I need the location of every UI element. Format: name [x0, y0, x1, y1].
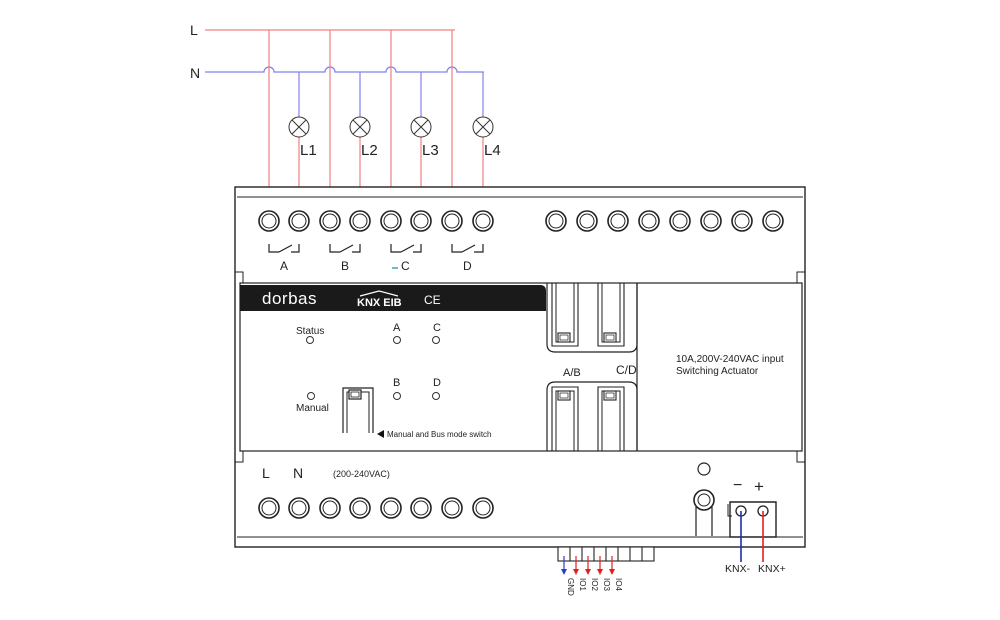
manual-button-c[interactable]: [597, 283, 625, 347]
lamp-icon: [410, 116, 432, 138]
lamp-icon: [349, 116, 371, 138]
knx-plus-label: KNX+: [758, 563, 786, 575]
lamp-icon: [472, 116, 494, 138]
terminal-screw-icon: [441, 497, 463, 519]
terminal-screw-icon: [545, 210, 567, 232]
io-pin-label: IO2: [590, 578, 599, 591]
relay-contact-icon: [451, 244, 484, 253]
channel-led-label: C: [433, 322, 441, 334]
mode-switch-label: Manual and Bus mode switch: [387, 430, 492, 439]
terminal-screw-icon: [349, 210, 371, 232]
terminal-screw-icon: [288, 497, 310, 519]
terminal-screw-icon: [731, 210, 753, 232]
manual-label: Manual: [296, 403, 329, 414]
terminal-screw-icon: [319, 210, 341, 232]
terminal-screw-icon: [380, 210, 402, 232]
neutral-bus-wire: [205, 66, 484, 73]
relay-contact-icon: [390, 244, 422, 253]
terminal-screw-icon: [607, 210, 629, 232]
relay-channel-label: A: [280, 259, 288, 273]
terminal-screw-icon: [319, 497, 341, 519]
manual-button-b[interactable]: [551, 386, 579, 451]
terminal-screw-icon: [472, 210, 494, 232]
terminal-screw-icon: [349, 497, 371, 519]
channel-led-label: D: [433, 377, 441, 389]
channel-led-icon: [432, 392, 440, 400]
lamp-label: L1: [300, 142, 317, 159]
arrow-left-icon: [377, 430, 384, 438]
channel-led-icon: [393, 392, 401, 400]
terminal-screw-icon: [700, 210, 722, 232]
neutral-supply-label: N: [190, 65, 200, 81]
ce-mark: CE: [424, 293, 441, 307]
spec-rating: 10A,200V-240VAC input: [676, 354, 784, 365]
knx-minus-label: KNX-: [725, 563, 751, 575]
knx-minus-symbol: −: [733, 477, 742, 494]
relay-contact-icon: [329, 244, 361, 253]
io-pin-label: IO4: [614, 578, 623, 591]
channel-led-icon: [393, 336, 401, 344]
manual-led-icon: [307, 392, 315, 400]
terminal-screw-icon: [638, 210, 660, 232]
relay-channel-label: C: [401, 259, 410, 273]
lamp-label: L2: [361, 142, 378, 159]
spec-product-type: Switching Actuator: [676, 366, 759, 377]
status-led-icon: [306, 336, 314, 344]
terminal-screw-icon: [410, 497, 432, 519]
knx-logo: KNX EIB: [357, 297, 402, 309]
brand-name: dorbas: [262, 289, 317, 308]
status-label: Status: [296, 326, 324, 337]
manual-button-label-cd: C/D: [616, 363, 637, 377]
relay-contact-icon: [268, 244, 300, 253]
io-arrows: [561, 556, 615, 575]
lamp-icon: [288, 116, 310, 138]
power-l-label: L: [262, 465, 270, 481]
channel-led-label: A: [393, 322, 401, 334]
programming-led-icon: [697, 462, 711, 476]
lamp-label: L4: [484, 142, 501, 159]
supply-wiring: L N L1 L2: [190, 22, 501, 212]
channel-led-label: B: [393, 377, 400, 389]
terminal-screw-icon: [410, 210, 432, 232]
terminal-screw-icon: [258, 210, 280, 232]
terminal-screw-icon: [441, 210, 463, 232]
bottom-terminal-block: [258, 497, 494, 519]
terminal-screw-icon: [762, 210, 784, 232]
io-pin-label: GND: [566, 578, 575, 596]
channel-led-icon: [432, 336, 440, 344]
knx-plus-symbol: +: [754, 477, 764, 496]
knx-roof-icon: [359, 290, 399, 297]
lamp-label: L3: [422, 142, 439, 159]
programming-button[interactable]: [693, 489, 715, 536]
terminal-screw-icon: [576, 210, 598, 232]
io-connector: [557, 546, 655, 562]
relay-contact-symbols: [268, 244, 484, 253]
knx-bus-connector[interactable]: [727, 501, 777, 538]
terminal-screw-icon: [380, 497, 402, 519]
brand-banner: [240, 285, 546, 311]
manual-button-a[interactable]: [551, 283, 579, 347]
power-n-label: N: [293, 465, 303, 481]
terminal-screw-icon: [669, 210, 691, 232]
relay-channel-label: B: [341, 259, 349, 273]
manual-button-label-ab: A/B: [563, 367, 581, 379]
manual-button-d[interactable]: [597, 386, 625, 451]
power-voltage-label: (200-240VAC): [333, 469, 390, 479]
mode-switch[interactable]: [342, 387, 374, 433]
relay-channel-label: D: [463, 259, 472, 273]
io-pin-label: IO1: [578, 578, 587, 591]
io-pin-label: IO3: [602, 578, 611, 591]
top-terminal-block: [258, 210, 784, 232]
line-supply-label: L: [190, 22, 198, 38]
terminal-screw-icon: [472, 497, 494, 519]
terminal-screw-icon: [258, 497, 280, 519]
terminal-screw-icon: [288, 210, 310, 232]
